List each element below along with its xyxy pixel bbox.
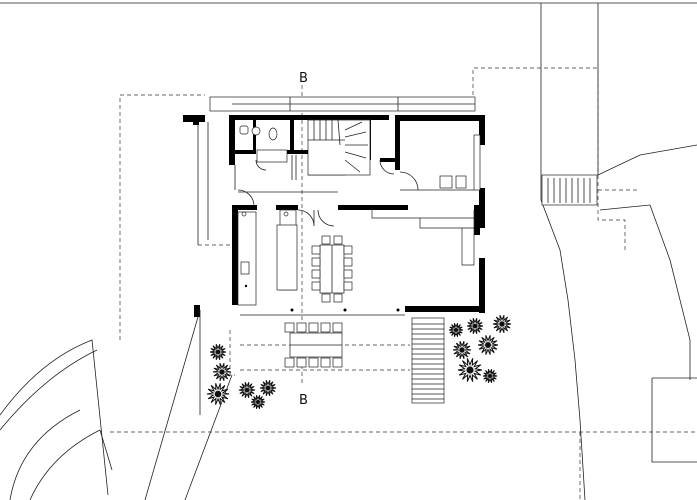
- staircase: [290, 119, 371, 180]
- chair: [308, 357, 319, 368]
- section-mark-bottom: B: [299, 393, 308, 408]
- shrub: [259, 380, 277, 396]
- chair: [333, 293, 343, 303]
- exterior-stair: [541, 174, 598, 206]
- living-furniture: [371, 175, 475, 266]
- upper-facade: [209, 96, 476, 112]
- chair: [296, 322, 307, 333]
- chair: [320, 357, 331, 368]
- chair: [296, 357, 307, 368]
- chair: [284, 322, 295, 333]
- terrace-table: [289, 332, 343, 358]
- kitchen: [237, 209, 298, 306]
- bathroom-fixtures: [239, 125, 288, 163]
- chair: [311, 269, 321, 279]
- doors: [237, 159, 419, 227]
- chair: [343, 245, 353, 255]
- chair: [308, 322, 319, 333]
- chair: [321, 293, 331, 303]
- terrace-chairs: [284, 322, 343, 368]
- chair: [311, 245, 321, 255]
- chair: [284, 357, 295, 368]
- chair: [321, 235, 331, 245]
- chair: [311, 281, 321, 291]
- chair: [320, 322, 331, 333]
- shrub: [457, 358, 483, 382]
- chair: [333, 235, 343, 245]
- shrubs: [206, 315, 512, 409]
- section-line: B B: [299, 71, 308, 408]
- chair: [343, 269, 353, 279]
- dining-table: [319, 244, 345, 294]
- chair: [343, 257, 353, 267]
- chair: [332, 357, 343, 368]
- shrub: [492, 315, 512, 333]
- chair: [311, 257, 321, 267]
- shrub: [452, 341, 472, 359]
- wooden-deck: [411, 317, 445, 404]
- section-mark-top: B: [299, 71, 308, 86]
- shrub: [250, 395, 266, 409]
- shrub: [206, 383, 230, 405]
- column-marks: [244, 284, 400, 312]
- exterior-walls: [183, 115, 485, 317]
- shrub: [477, 335, 499, 355]
- shrub: [238, 382, 256, 398]
- shrub: [212, 363, 232, 381]
- shrub: [209, 344, 227, 360]
- dining-chairs: [311, 235, 353, 303]
- shrub: [448, 323, 464, 337]
- shrub: [482, 369, 498, 383]
- shrub: [466, 318, 484, 334]
- roof-outline: [119, 67, 640, 376]
- chair: [332, 322, 343, 333]
- chair: [343, 281, 353, 291]
